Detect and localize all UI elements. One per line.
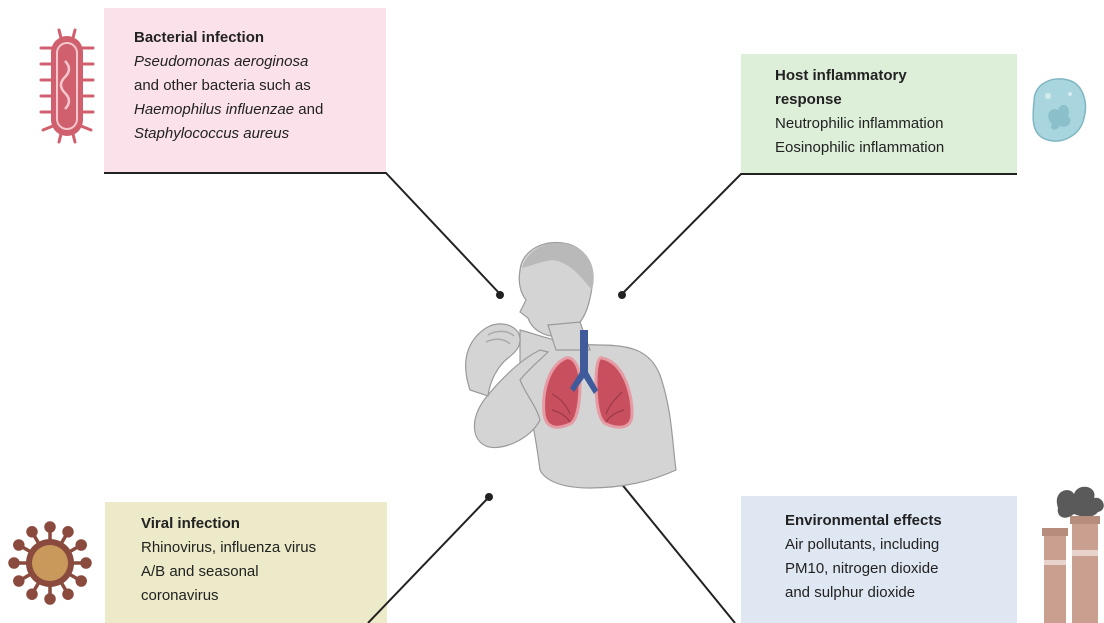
factory-chimney-icon [1042,487,1104,623]
virus-spike-tip [28,528,36,536]
virus-spike-tip [46,595,54,603]
connector-host [622,174,1017,294]
connector-environmental [620,482,735,623]
virus-spike-tip [46,523,54,531]
rod-bacterium-icon [41,30,93,142]
connector-viral [368,498,488,623]
virus-spike-tip [15,541,23,549]
virus-spike-tip [10,559,18,567]
dot-bacterial [496,291,504,299]
macrophage-cell-icon [1033,79,1085,141]
virus-particle-icon [10,523,90,603]
virus-spike-tip [82,559,90,567]
virus-spike-tip [64,590,72,598]
virus-spike-tip [64,528,72,536]
connector-bacterial [104,173,500,294]
dot-host [618,291,626,299]
virus-spike-tip [77,577,85,585]
coughing-person-with-lungs-icon [466,242,676,488]
dot-viral [485,493,493,501]
virus-spike-tip [28,590,36,598]
virus-spike-tip [15,577,23,585]
virus-spike-tip [77,541,85,549]
